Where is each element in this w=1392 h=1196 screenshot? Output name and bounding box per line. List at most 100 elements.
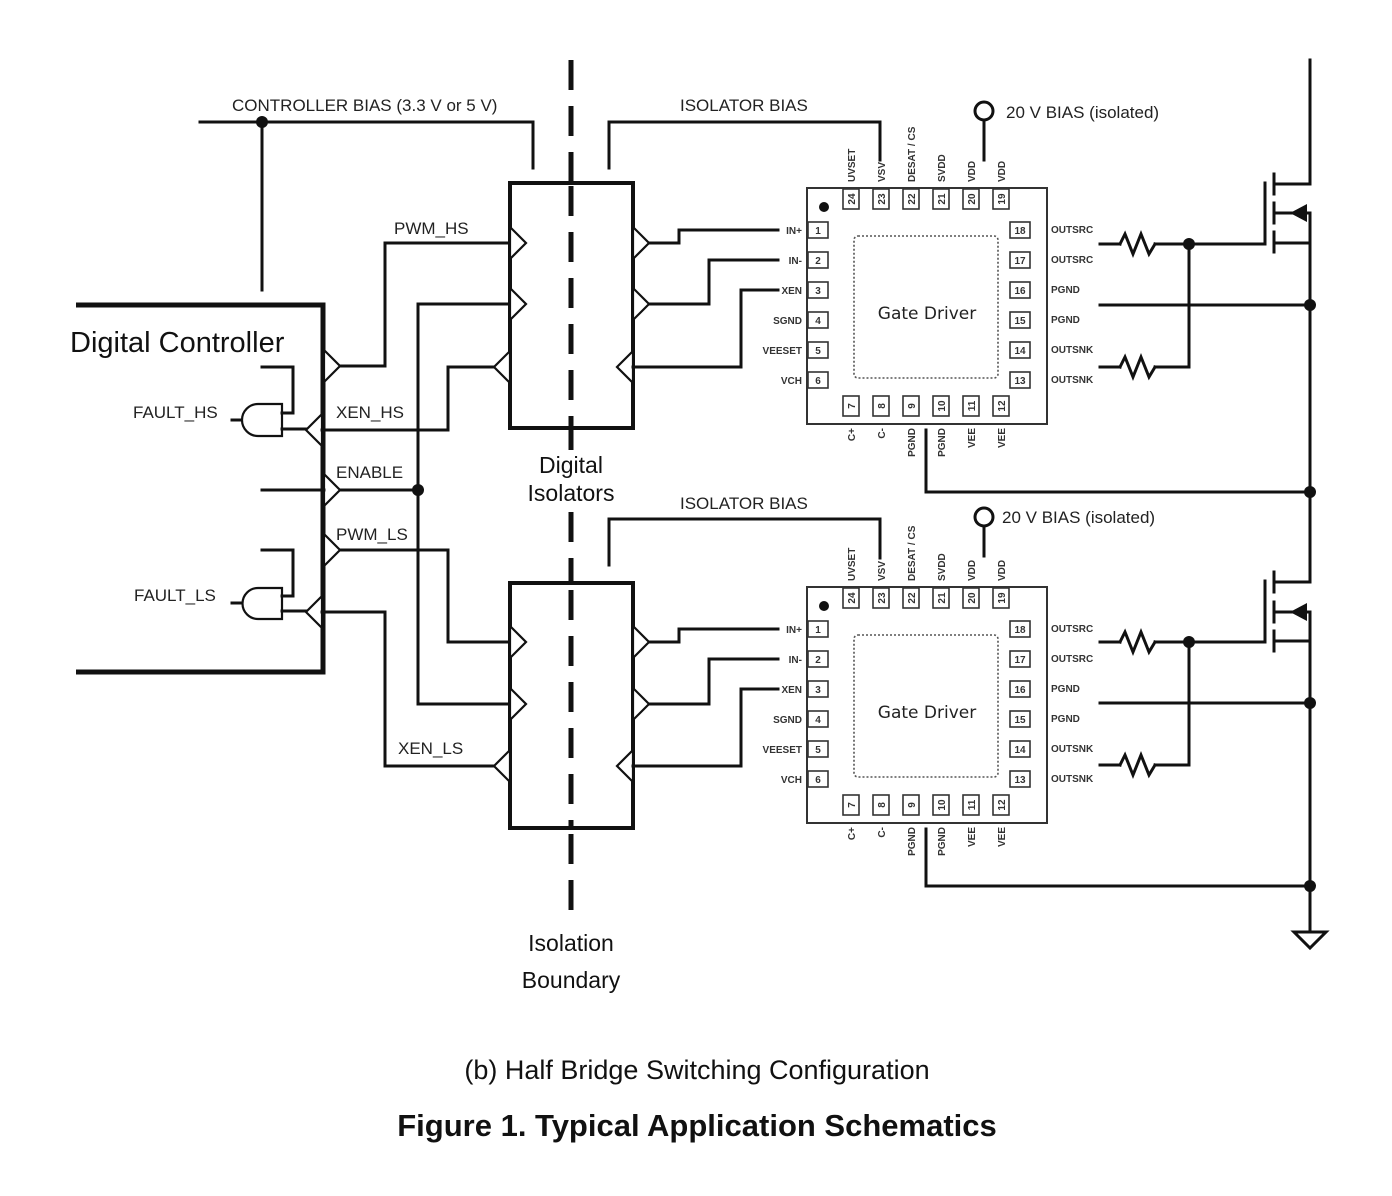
junction-dot [256, 116, 268, 128]
pin1-marker-icon [819, 601, 829, 611]
thermal-pad-outline [853, 235, 999, 379]
pin-label: C+ [847, 428, 858, 441]
pin-number: 11 [967, 400, 978, 411]
isolator-buffer [508, 224, 528, 262]
pin-label: VDD [997, 161, 1008, 182]
isolator-bias-bottom-wire [607, 517, 882, 567]
pin-box [932, 587, 950, 609]
pin-box [992, 587, 1010, 609]
pin-label: XEN [781, 685, 802, 696]
pin-label: IN+ [786, 226, 802, 237]
resistor-icon [1117, 627, 1158, 657]
pin-box [807, 221, 829, 239]
pin-label: IN+ [786, 625, 802, 636]
isolator-buffer [631, 685, 651, 723]
pin-label: PGND [1051, 714, 1080, 725]
pin-box [1009, 680, 1031, 698]
pin-number: 2 [815, 655, 821, 666]
pin-label: VEE [967, 827, 978, 847]
pin-number: 5 [815, 745, 821, 756]
isolator-buffer [631, 623, 651, 661]
pin-box [932, 395, 950, 417]
pin-number: 15 [1014, 715, 1026, 726]
pin-number: 10 [937, 400, 948, 412]
pin-box [962, 587, 980, 609]
isolator-buffer [508, 285, 528, 323]
pin-box [807, 710, 829, 728]
digital-isolators-label-2: Isolators [528, 480, 615, 506]
pin-box [932, 188, 950, 210]
gate-driver-body [806, 586, 1048, 824]
pin-label: VEESET [763, 346, 802, 357]
pin-number: 16 [1014, 685, 1026, 696]
resistor-icon [1117, 229, 1158, 259]
thermal-pad-outline [853, 634, 999, 778]
pin1-marker-icon [819, 202, 829, 212]
digital-controller-label: Digital Controller [70, 327, 285, 359]
pin-number: 14 [1014, 745, 1026, 756]
pin-box [932, 794, 950, 816]
pin-box [992, 794, 1010, 816]
pwm-hs-output-buffer [322, 347, 342, 385]
pin-box [1009, 710, 1031, 728]
ground-icon [1290, 930, 1330, 951]
pgnd-return-top-wire [924, 428, 1312, 494]
pin-box [807, 620, 829, 638]
pin-number: 16 [1014, 286, 1026, 297]
pin-box [842, 395, 860, 417]
mosfet-low-side-icon [1263, 568, 1312, 653]
pin-number: 6 [815, 775, 821, 786]
pin-box [1009, 311, 1031, 329]
pin-box [807, 680, 829, 698]
pin-box [872, 587, 890, 609]
pin-label: OUTSRC [1051, 225, 1093, 236]
pin-box [962, 188, 980, 210]
pin-box [962, 395, 980, 417]
pin-label: VDD [997, 560, 1008, 581]
resistor-icon [1117, 750, 1158, 780]
fault-ls-label: FAULT_LS [134, 586, 216, 605]
pin-box [807, 281, 829, 299]
pin-box [872, 188, 890, 210]
in-plus-wire [647, 627, 780, 644]
pin-label: OUTSNK [1051, 345, 1094, 356]
isolation-boundary-label-1: Isolation [528, 930, 614, 956]
pin-box [807, 341, 829, 359]
pin-label: PGND [1051, 315, 1080, 326]
pin-label: PGND [907, 428, 918, 457]
controller-bias-label: CONTROLLER BIAS (3.3 V or 5 V) [232, 96, 497, 115]
pin-number: 17 [1014, 256, 1026, 267]
pgnd-return-bottom-wire [924, 827, 1312, 888]
enable-bus-wire [416, 302, 512, 706]
pin-box [807, 251, 829, 269]
pin-number: 11 [967, 799, 978, 810]
pin-number: 1 [815, 226, 821, 237]
pin-label: OUTSNK [1051, 375, 1094, 386]
pin-number: 6 [815, 376, 821, 387]
pin-label: SGND [773, 715, 802, 726]
pin-box [807, 650, 829, 668]
pin-box [1009, 740, 1031, 758]
pin-label: PGND [1051, 285, 1080, 296]
pin-label: VDD [967, 161, 978, 182]
pwm-hs-label: PWM_HS [394, 219, 469, 238]
junction-dot [1304, 880, 1316, 892]
pin-label: UVSET [847, 548, 858, 581]
xen-ls-label: XEN_LS [398, 739, 463, 758]
pin-number: 8 [877, 802, 888, 808]
junction-dot [1304, 486, 1316, 498]
pin-label: VDD [967, 560, 978, 581]
isolator-buffer [492, 348, 512, 386]
pin-number: 7 [847, 802, 858, 808]
fault-hs-feedback-wire [260, 365, 295, 415]
pin-box [807, 311, 829, 329]
pin-box [1009, 281, 1031, 299]
pin-number: 1 [815, 625, 821, 636]
pin-label: PGND [937, 827, 948, 856]
isolator-buffer [631, 285, 651, 323]
pin-box [1009, 770, 1031, 788]
pin-label: PGND [937, 428, 948, 457]
pin-number: 9 [907, 403, 918, 409]
xen-wire [631, 687, 780, 768]
